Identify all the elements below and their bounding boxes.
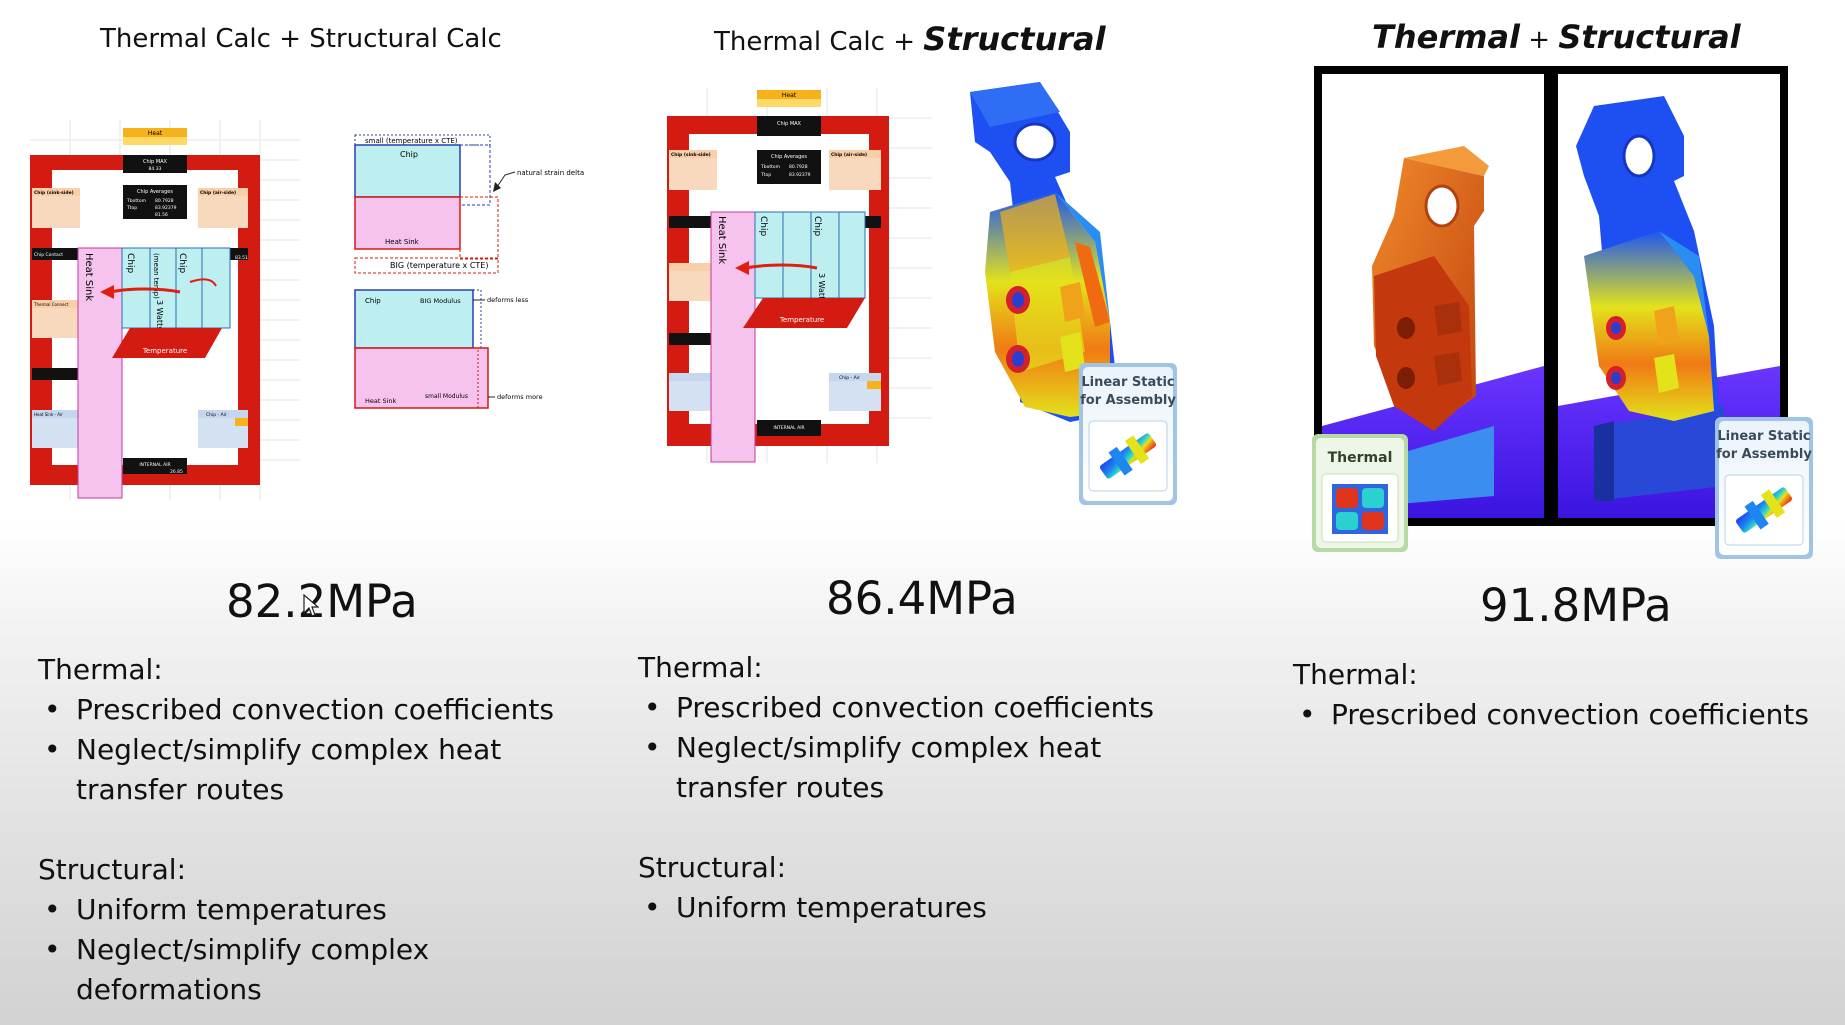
deforms-less-label: deforms less — [487, 296, 529, 304]
small-cte-label: small (temperature x CTE) — [365, 137, 458, 145]
column-title: Thermal Calc + Structural — [714, 20, 1106, 58]
chip-label: Chip — [400, 150, 418, 159]
list-item-line: transfer routes — [76, 773, 285, 806]
list-item-line: Neglect/simplify complex — [76, 933, 430, 966]
chip-averages-label: Chip Averages — [137, 189, 173, 195]
badge-label: Linear Static — [1081, 375, 1174, 390]
internal-air-label: INTERNAL AIR — [139, 462, 170, 468]
list-item: Prescribed convection coefficients — [38, 690, 598, 730]
chip-air-side-label: Chip (air-side) — [831, 152, 867, 158]
chip-air-label: Chip - Air — [839, 375, 860, 381]
mouse-cursor-icon — [303, 594, 319, 617]
list-item: Neglect/simplify complex heat transfer ro… — [638, 728, 1238, 808]
thermal-study-badge: Thermal — [1312, 434, 1408, 552]
tbottom-label: Tbottom — [126, 198, 146, 204]
internal-air-value: 26.85 — [170, 469, 183, 475]
chip-air-label: Chip - Air — [206, 412, 227, 418]
result-stress: 86.4MPa — [826, 572, 1018, 625]
spreadsheet-thermal-network: Heat Chip MAX Chip Averages Tbottom 80.7… — [667, 88, 932, 463]
average-value: 81.56 — [155, 212, 168, 218]
column-title: Thermal Calc + Structural Calc — [100, 24, 502, 54]
structural-heading: Structural: — [638, 851, 787, 884]
heat-label: Heat — [782, 92, 797, 99]
chip-sink-side-label: Chip (sink-side) — [34, 190, 74, 196]
heat-sink-air-label: Heat Sink - Air — [34, 412, 63, 417]
linear-static-badge: Linear Static for Assembly — [1078, 362, 1178, 506]
column-title: Thermal + Structural — [1372, 18, 1741, 56]
list-item: Neglect/simplify complex heat transfer ro… — [38, 730, 598, 810]
assumptions-list: Thermal: Prescribed convection coefficie… — [38, 650, 598, 1010]
assumptions-list: Thermal: Prescribed convection coefficie… — [1293, 655, 1843, 735]
chip-sink-side-label: Chip (sink-side) — [671, 152, 711, 158]
heat-sink-label: Heat Sink — [83, 253, 94, 301]
chip-averages-label: Chip Averages — [771, 154, 807, 160]
watts-label: 3 Watts — [155, 300, 164, 330]
list-item: Uniform temperatures — [638, 888, 1238, 928]
badge-label: for Assembly — [1080, 393, 1176, 408]
tbottom-value: 80.7928 — [789, 164, 808, 170]
thermal-heading: Thermal: — [38, 653, 163, 686]
list-item: Prescribed convection coefficients — [1293, 695, 1843, 735]
heat-label: Heat — [148, 130, 163, 137]
watts-label: 3 Watts — [817, 273, 826, 303]
thermal-connect-label: Thermal Connect — [33, 302, 69, 307]
big-cte-label: BIG (temperature x CTE) — [390, 261, 488, 270]
structural-heading: Structural: — [38, 853, 187, 886]
chip-max-value: 84.33 — [149, 166, 162, 172]
small-modulus-label: small Modulus — [425, 393, 468, 400]
chip-top-value: 83.51 — [235, 255, 248, 261]
list-item-line: Neglect/simplify complex heat — [676, 731, 1102, 764]
column-thermal-calc-structural: Thermal Calc + Structural Heat Chip MAX … — [620, 0, 1260, 1025]
structural-contour-render — [970, 82, 1120, 422]
column-thermal-structural: Thermal + Structural — [1260, 0, 1845, 1025]
chip-label: Chip — [177, 253, 187, 273]
list-item-line: Neglect/simplify complex heat — [76, 733, 502, 766]
chip-label-2: Chip — [365, 297, 381, 305]
chip-max-label: Chip MAX — [143, 159, 168, 165]
ttop-label: Ttop — [126, 205, 137, 211]
list-item: Uniform temperatures — [38, 890, 598, 930]
column-thermal-calc-structural-calc: Thermal Calc + Structural Calc Heat Chip… — [0, 0, 620, 1025]
heat-sink-label-2: Heat Sink — [365, 397, 397, 405]
deforms-more-label: deforms more — [497, 393, 543, 401]
chip-label: Chip — [125, 253, 135, 273]
ttop-value: 83.92379 — [789, 172, 811, 178]
list-item-line: transfer routes — [676, 771, 885, 804]
temperature-label: Temperature — [142, 347, 187, 355]
chip-label: Chip — [812, 216, 822, 236]
ttop-value: 83.92379 — [155, 205, 177, 211]
badge-label: for Assembly — [1716, 447, 1812, 462]
result-stress: 82.2MPa — [226, 575, 418, 628]
linear-static-badge: Linear Static for Assembly — [1714, 416, 1814, 560]
chip-max-label: Chip MAX — [777, 121, 802, 127]
badge-label: Thermal — [1328, 450, 1393, 466]
spreadsheet-thermal-network: Heat Chip MAX 84.33 Chip Averages Tbotto… — [30, 120, 300, 500]
temperature-label: Temperature — [779, 316, 824, 324]
list-item-line: deformations — [76, 973, 262, 1006]
chip-mean-temp-label: (mean temp) — [152, 253, 160, 299]
chip-label: Chip — [758, 216, 768, 236]
heat-sink-label: Heat Sink — [385, 238, 420, 246]
thermal-heading: Thermal: — [1293, 658, 1418, 691]
badge-label: Linear Static — [1717, 429, 1810, 444]
chip-air-side-label: Chip (air-side) — [200, 190, 236, 196]
big-modulus-label: BIG Modulus — [420, 297, 461, 305]
heat-sink-label: Heat Sink — [716, 216, 727, 264]
coupled-results-render — [1314, 66, 1788, 526]
result-stress: 91.8MPa — [1480, 579, 1672, 632]
list-item: Prescribed convection coefficients — [638, 688, 1238, 728]
tbottom-label: Tbottom — [760, 164, 780, 170]
chip-contact-label: Chip Contact — [34, 252, 63, 258]
internal-air-label: INTERNAL AIR — [773, 425, 804, 431]
thermal-heading: Thermal: — [638, 651, 763, 684]
assumptions-list: Thermal: Prescribed convection coefficie… — [638, 648, 1238, 928]
list-item: Neglect/simplify complex deformations — [38, 930, 598, 1010]
ttop-label: Ttop — [760, 172, 771, 178]
natural-strain-delta-label: natural strain delta — [517, 169, 584, 177]
tbottom-value: 80.7928 — [155, 198, 174, 204]
strain-modulus-diagram: small (temperature x CTE) Chip Heat Sink… — [354, 134, 584, 409]
